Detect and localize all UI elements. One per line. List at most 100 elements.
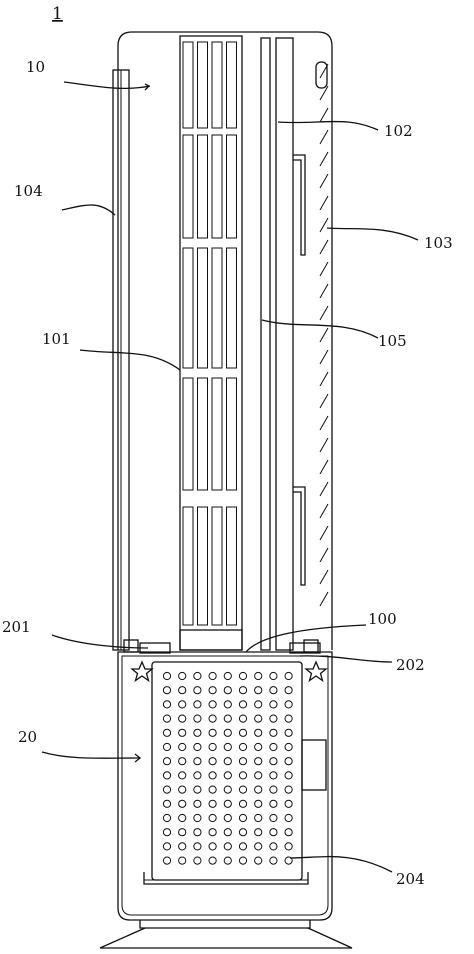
filter-hole [223,856,232,865]
filter-hole [223,686,232,695]
filter-hole [178,856,187,865]
filter-hole [269,771,278,780]
grille-slot [182,41,194,129]
filter-hole [193,671,202,681]
side-hatching-103 [319,63,329,607]
filter-hole [208,842,217,851]
filter-hole [193,686,202,695]
grille-slot [197,377,208,491]
filter-hole [193,856,202,865]
filter-hole [162,686,172,695]
grille-slot [197,247,208,369]
filter-hole [238,686,248,695]
filter-hole [284,686,293,695]
filter-hole [254,742,263,752]
filter-hole [178,671,187,681]
filter-hole [238,728,248,737]
filter-hole [254,671,263,681]
filter-hole [208,671,217,681]
filter-hole [269,742,278,752]
filter-hole [284,842,293,851]
filter-hole [254,686,263,695]
filter-hole [223,785,232,794]
filter-hole [208,757,217,766]
filter-hole [208,728,217,737]
filter-hole [208,785,217,794]
filter-hole [223,714,232,723]
filter-hole [178,813,187,823]
hatch-line [319,481,329,497]
filter-hole [208,813,217,823]
filter-hole [178,785,187,794]
label-10: 10 [26,58,45,76]
hatch-line [319,415,329,431]
filter-hole [162,700,172,709]
grille-slot [226,134,237,239]
filter-hole [178,757,187,766]
filter-hole [284,799,293,808]
filter-hole [269,700,278,709]
hatch-line [319,525,329,541]
hatch-line [319,217,329,233]
hatch-line [319,327,329,343]
filter-hole [162,671,172,681]
filter-hole [223,671,232,681]
filter-hole [238,757,248,766]
hatch-line [319,173,329,189]
hatch-line [319,151,329,167]
filter-hole [193,728,202,737]
filter-hole [193,842,202,851]
filter-hole [269,728,278,737]
filter-hole [178,714,187,723]
filter-hole [254,813,263,823]
filter-hole [254,799,263,808]
filter-hole [254,828,263,837]
filter-hole [254,757,263,766]
filter-hole [193,813,202,823]
lower-unit-body [117,651,333,921]
filter-hole [238,813,248,823]
label-204: 204 [396,870,425,888]
filter-hole [269,813,278,823]
filter-tray [143,872,309,885]
label-100: 100 [368,610,397,628]
filter-hole [284,785,293,794]
filter-hole [223,799,232,808]
filter-hole [269,714,278,723]
filter-hole [284,742,293,752]
filter-hole [284,714,293,723]
upper-unit-body [117,31,333,650]
side-knob [301,739,327,791]
filter-hole [208,828,217,837]
hatch-line [319,85,329,101]
fastener-201 [130,660,154,683]
filter-hole [223,742,232,752]
filter-hole [223,842,232,851]
filter-hole [238,671,248,681]
figure-number: 1 [52,4,63,24]
filter-hole [238,785,248,794]
filter-hole [284,771,293,780]
hatch-line [319,437,329,453]
grille-slot [182,377,194,491]
filter-hole [208,771,217,780]
hatch-line [319,261,329,277]
filter-hole [162,828,172,837]
filter-hole [284,700,293,709]
filter-hole [162,799,172,808]
label-105: 105 [378,332,407,350]
grille-slot [226,41,237,129]
hatch-line [319,371,329,387]
grille-slot [211,506,223,626]
filter-hole [223,813,232,823]
filter-hole [284,757,293,766]
bracket-lower [293,486,306,586]
filter-hole [269,799,278,808]
filter-hole [238,828,248,837]
filter-hole [178,686,187,695]
grille-slot [197,41,208,129]
hatch-line [319,547,329,563]
filter-hole [284,728,293,737]
filter-hole [284,671,293,681]
